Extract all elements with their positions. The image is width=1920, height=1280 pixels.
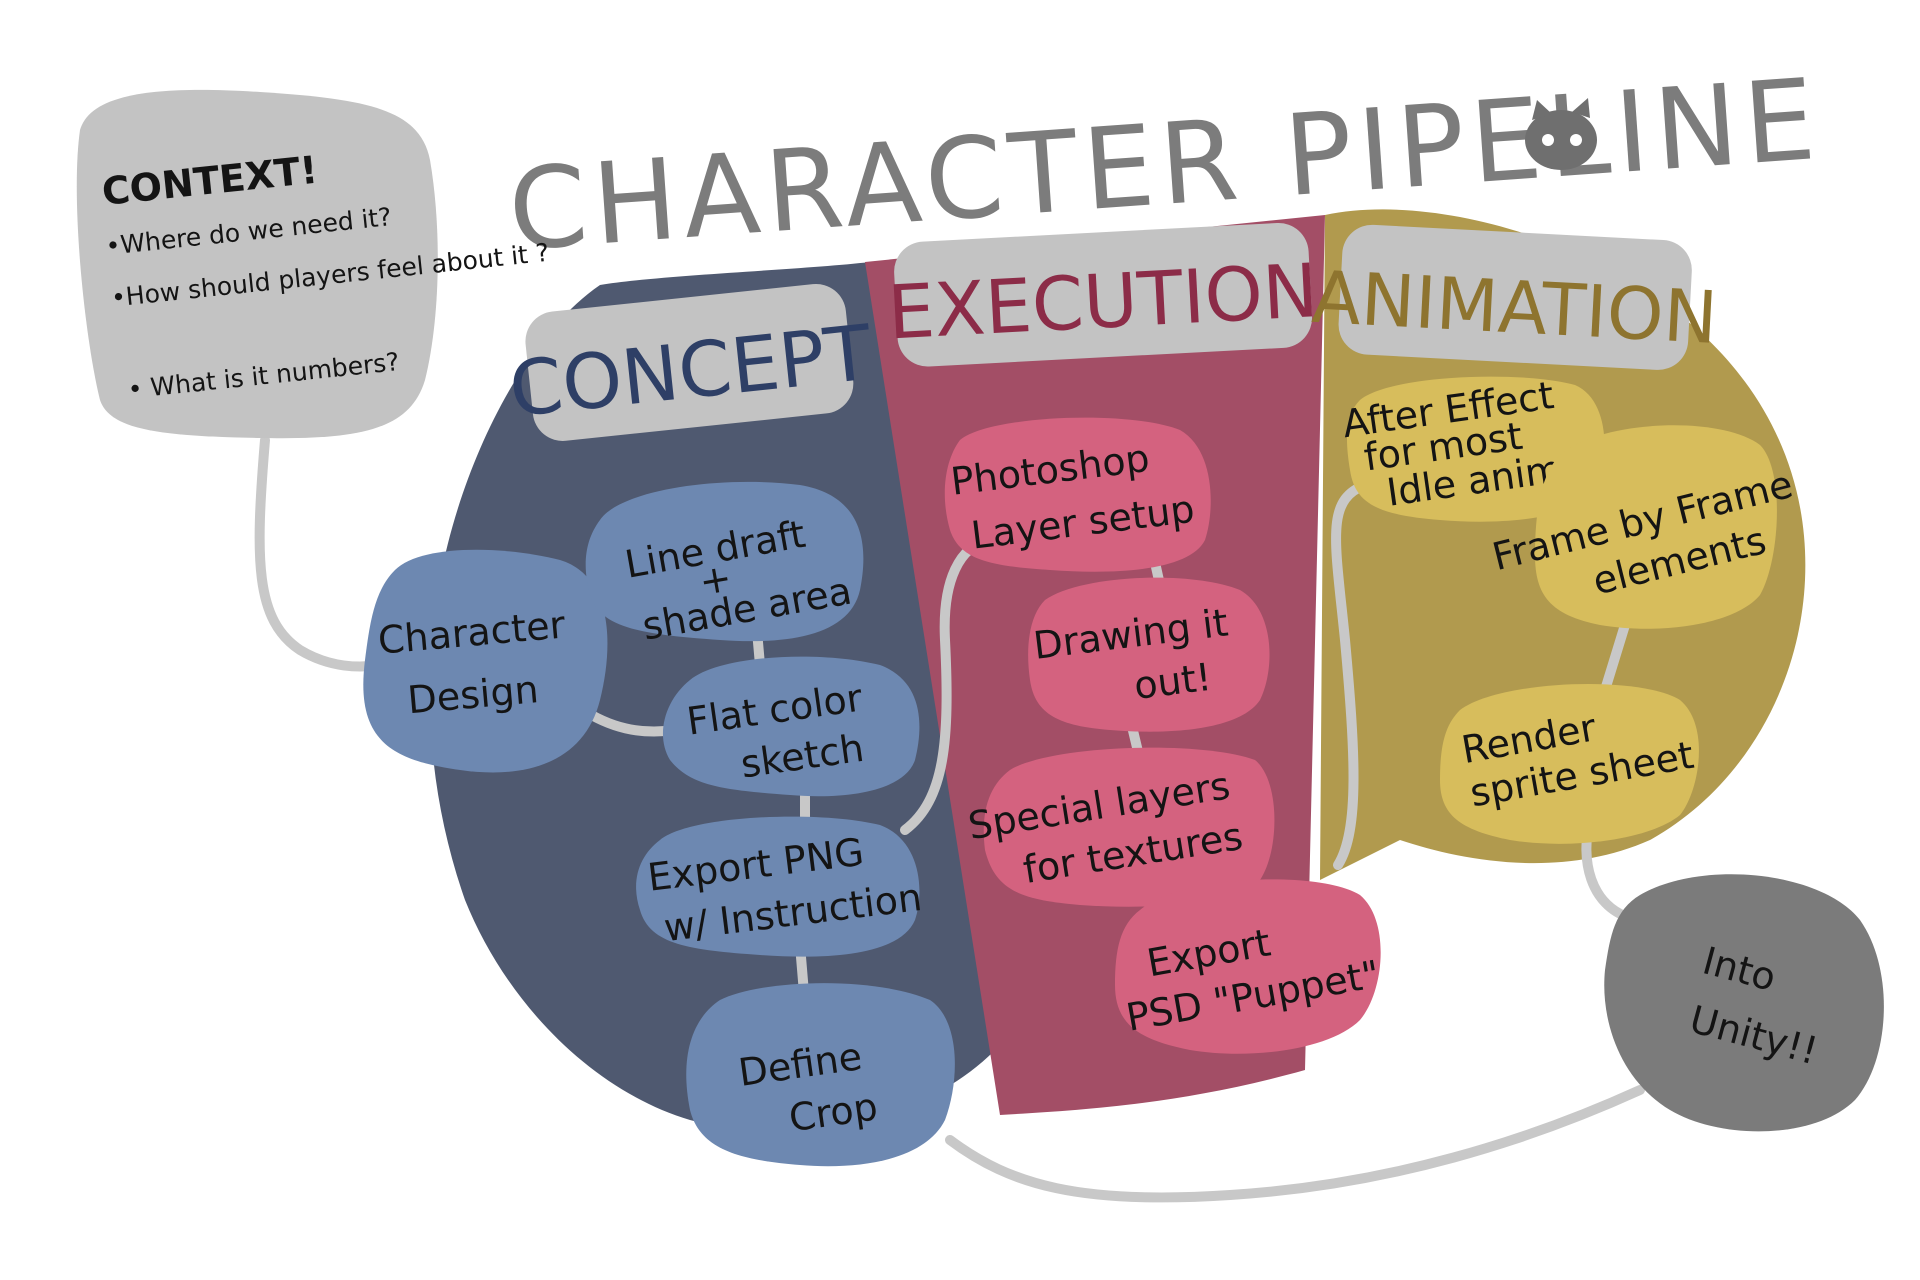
connector-export-photoshop [900,535,995,835]
connector-psd-aftereffect [1331,480,1370,870]
node-drawing: Drawing it out! [1028,577,1270,732]
node-export-png: Export PNG w/ Instruction [636,816,924,957]
node-into-unity: Into Unity!! [1604,874,1884,1132]
node-flat-color: Flat color sketch [662,656,920,797]
node-line-draft: Line draft + shade area [585,481,864,649]
context-bubble: CONTEXT! •Where do we need it? •How shou… [76,89,550,439]
node-render: Render sprite sheet [1440,683,1699,844]
cat-face-icon [1525,98,1597,170]
concept-label: CONCEPT [505,283,876,441]
node-character-design: Character Design [363,549,608,773]
node-export-psd: Export PSD "Puppet" [1115,879,1383,1054]
connector-crop-unity [945,1085,1645,1203]
node-define-crop: Define Crop [686,983,955,1167]
animation-label: ANIMATION [1310,224,1720,370]
node-after-effect: After Effect for most Idle anims [1340,373,1605,522]
node-photoshop: Photoshop Layer setup [944,417,1211,572]
node-special-layers: Special layers for textures [965,747,1275,907]
connector-context-character [254,435,385,672]
execution-label: EXECUTION [886,222,1320,367]
node-frame-by-frame: Frame by Frame elements [1488,425,1797,629]
connector-frame-render [1600,620,1630,695]
node-drawing-line-2: out! [1132,655,1214,708]
